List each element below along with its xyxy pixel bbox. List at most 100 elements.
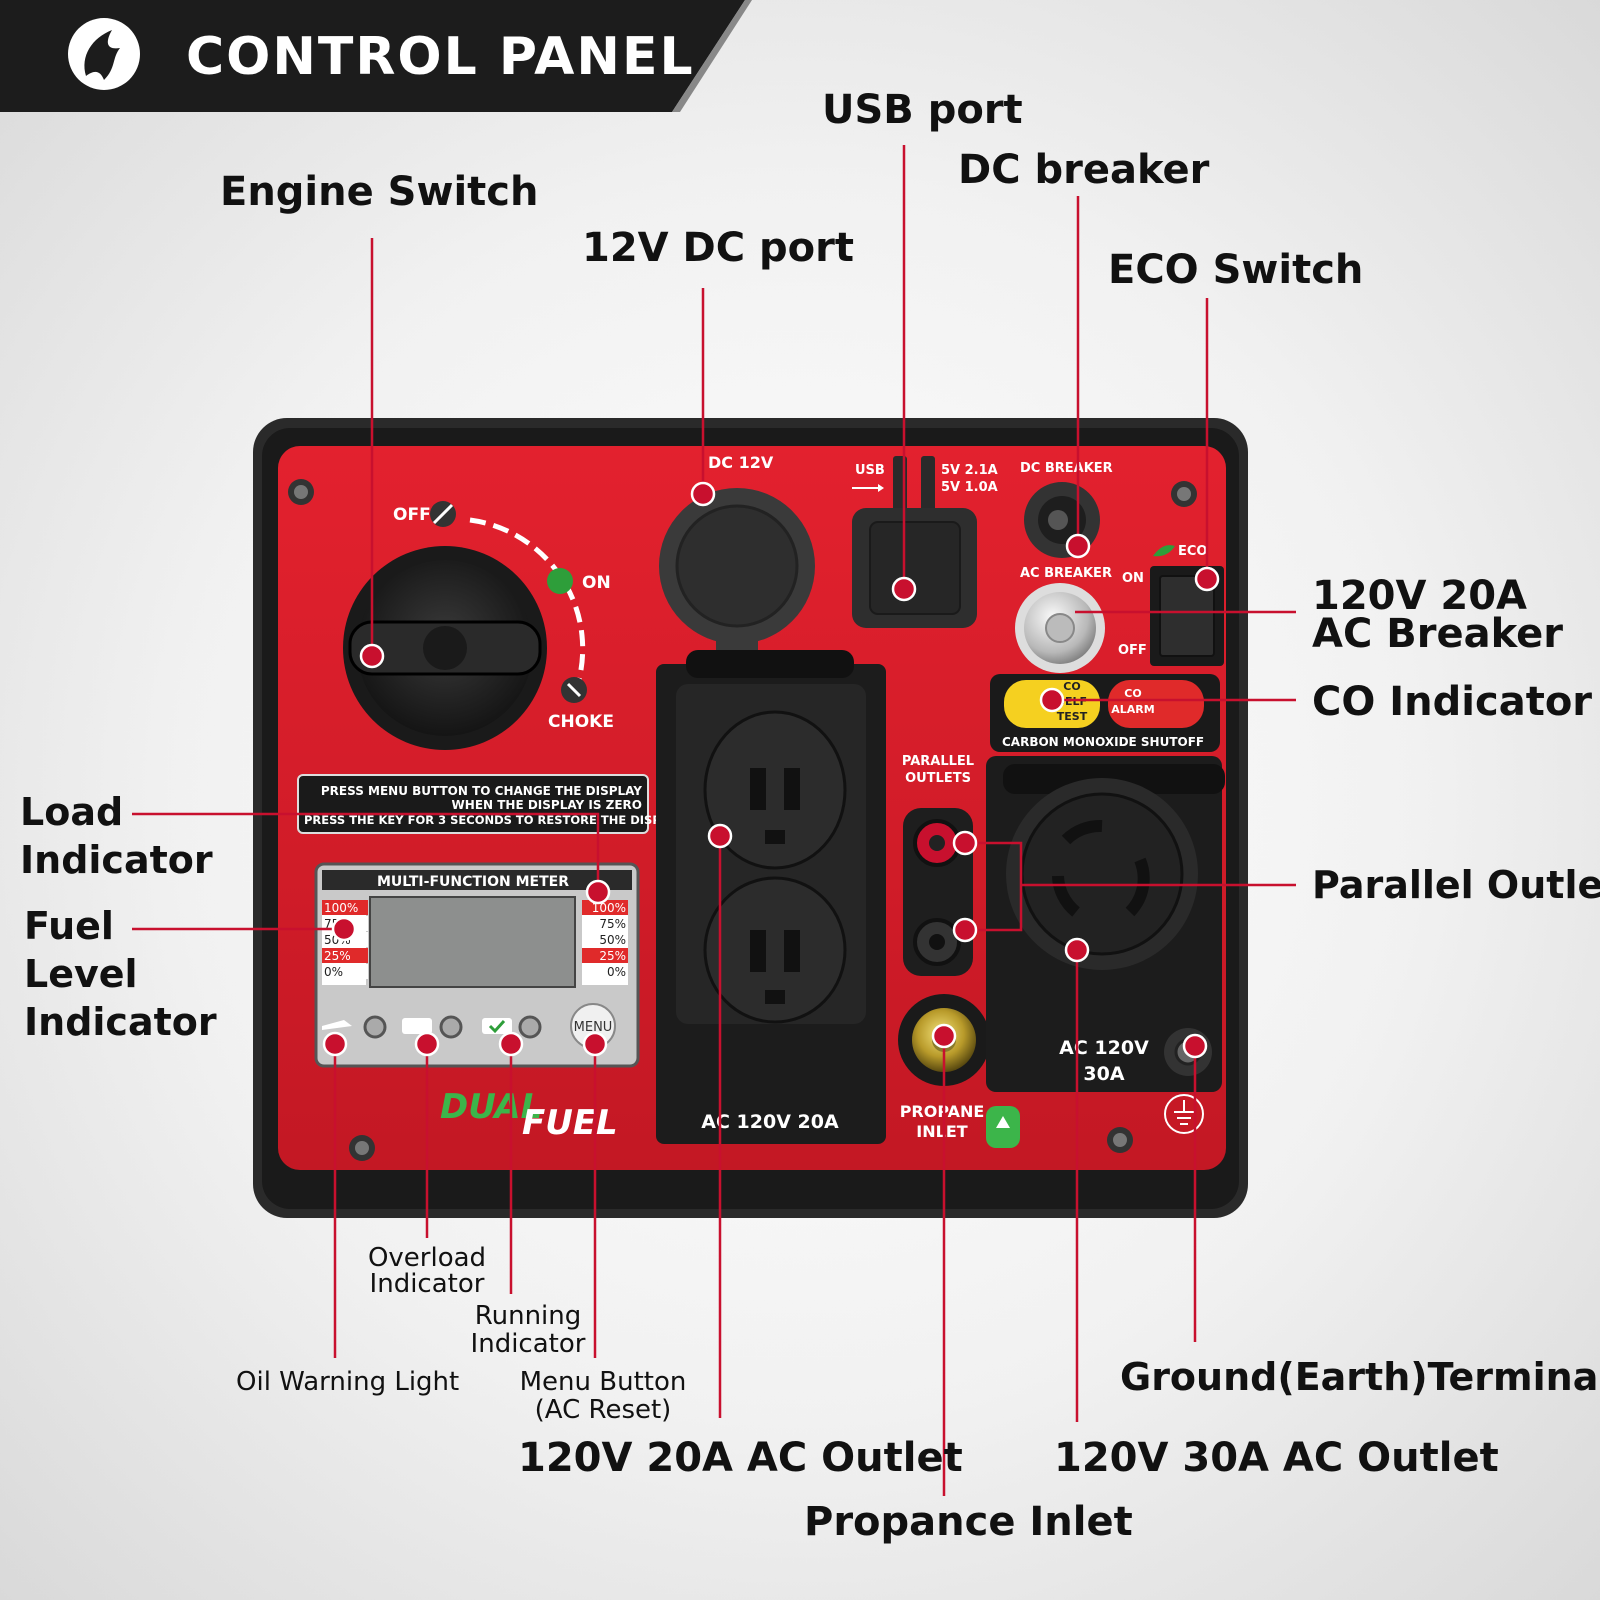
fuel-scale-labels: 100%75%50%25%0% [322, 900, 368, 979]
callout-dot [1039, 687, 1065, 713]
callout-dot [414, 1031, 440, 1057]
callout-dc-port: 12V DC port [582, 225, 854, 271]
menu-button-label: MENU [574, 1020, 613, 1035]
callout-outlet-20a: 120V 20A AC Outlet [518, 1435, 963, 1481]
callout-dot [322, 1031, 348, 1057]
callout-dot [331, 916, 357, 942]
header-banner: CONTROL PANEL [0, 0, 760, 112]
brand-logo-icon [68, 18, 140, 90]
scale-label: 0% [324, 965, 343, 979]
leader-lines [132, 145, 1296, 1496]
callout-engine-switch: Engine Switch [220, 169, 539, 215]
oil-warning-icon [322, 1020, 352, 1030]
page-title: CONTROL PANEL [186, 27, 695, 87]
eco-on-label: ON [1122, 571, 1144, 586]
propane-tank-icon [986, 1106, 1020, 1148]
scale-cell [322, 948, 368, 963]
screw-icon [349, 1135, 375, 1161]
scale-label: 100% [592, 901, 626, 915]
ac-breaker-label: AC BREAKER [1020, 566, 1112, 581]
outlet-30a-label-2: 30A [1083, 1063, 1124, 1085]
overload-light [439, 1015, 463, 1039]
running-light [518, 1015, 542, 1039]
callout-usb-port: USB port [822, 87, 1023, 133]
eco-off-label: OFF [1118, 643, 1147, 658]
eco-leaf-icon [1153, 545, 1175, 557]
overload-icon [402, 1018, 432, 1034]
callout-dc-breaker: DC breaker [958, 147, 1210, 193]
notice-line-2: WHEN THE DISPLAY IS ZERO [452, 798, 642, 812]
callout-fuel-level-2: Level [24, 952, 138, 996]
parallel-outlet-black[interactable] [913, 918, 961, 966]
choke-label: CHOKE [548, 712, 614, 732]
scale-cell [582, 932, 628, 947]
screw-icon [288, 479, 314, 505]
parallel-label-2: OUTLETS [905, 771, 971, 786]
scale-cell [582, 916, 628, 931]
callout-outlet-30a: 120V 30A AC Outlet [1054, 1435, 1499, 1481]
callout-ac-breaker-2: AC Breaker [1312, 611, 1563, 657]
callout-co-indicator: CO Indicator [1312, 679, 1593, 725]
callout-dot [1065, 533, 1091, 559]
engine-switch-knob[interactable] [343, 546, 547, 750]
co-test-line-3: TEST [1057, 710, 1088, 723]
callout-ground-terminal: Ground(Earth)Terminal [1120, 1355, 1600, 1399]
scale-cell [582, 948, 628, 963]
scale-label: 50% [599, 933, 626, 947]
choke-icon [561, 677, 587, 703]
scale-label: 25% [599, 949, 626, 963]
callout-dot [690, 481, 716, 507]
callout-dot [707, 823, 733, 849]
outlet-20a-receptacle[interactable] [703, 710, 847, 870]
off-label: OFF [393, 505, 431, 525]
usb-icon [852, 484, 884, 492]
scale-cell [582, 964, 628, 979]
callout-dot [359, 643, 385, 669]
callout-dot [582, 1031, 608, 1057]
callout-fuel-level-1: Fuel [24, 904, 114, 948]
screw-icon [1171, 481, 1197, 507]
callout-overload-1: Overload [367, 1243, 487, 1273]
running-icon [482, 1018, 512, 1034]
callout-dot [1182, 1033, 1208, 1059]
outlet-20a-receptacle[interactable] [703, 876, 847, 1024]
co-test-line-2: SELF [1057, 695, 1087, 708]
dual-fuel-logo-dual: DUAL [440, 1087, 542, 1127]
ac-breaker-button[interactable] [1015, 583, 1105, 673]
engine-on-icon [547, 568, 573, 594]
callout-dot [585, 879, 611, 905]
on-label: ON [582, 573, 611, 593]
callout-parallel-outlets: Parallel Outlets [1312, 863, 1600, 907]
dc-breaker-label: DC BREAKER [1020, 461, 1113, 476]
notice-line-3: PRESS THE KEY FOR 3 SECONDS TO RESTORE T… [304, 813, 685, 827]
callout-load-indicator-1: Load [20, 790, 124, 834]
co-alarm-line-2: ALARM [1111, 703, 1154, 716]
notice-line-1: PRESS MENU BUTTON TO CHANGE THE DISPLAY [321, 784, 642, 798]
callout-menu-1: Menu Button [519, 1367, 687, 1397]
usb-rating-2: 5V 1.0A [941, 480, 998, 495]
parallel-outlet-red[interactable] [913, 819, 961, 867]
callout-ac-breaker-1: 120V 20A [1312, 573, 1527, 619]
callout-dot [891, 576, 917, 602]
co-alarm-line-1: CO [1124, 687, 1141, 700]
callout-dot [1064, 937, 1090, 963]
callout-fuel-level-3: Indicator [24, 1000, 217, 1044]
usb-label: USB [855, 463, 885, 478]
callout-eco-switch: ECO Switch [1108, 247, 1364, 293]
eco-label: ECO [1178, 544, 1207, 559]
propane-label-2: INLET [916, 1122, 967, 1141]
ground-symbol-icon [1164, 1094, 1204, 1134]
callout-dot [952, 917, 978, 943]
oil-warning-light [363, 1015, 387, 1039]
outlet-30a-receptacle[interactable] [1006, 778, 1198, 970]
callout-dot [498, 1031, 524, 1057]
dc12v-label: DC 12V [708, 453, 774, 472]
outlet-30a-label-1: AC 120V [1059, 1037, 1149, 1059]
propane-label-1: PROPANE [900, 1102, 985, 1121]
banner-shape [0, 0, 752, 112]
notice-label [297, 774, 649, 834]
load-scale-labels: 100%75%50%25%0% [582, 900, 628, 979]
dual-fuel-logo-fuel: FUEL [522, 1103, 618, 1143]
scale-cell [322, 964, 368, 979]
callout-dot [952, 830, 978, 856]
